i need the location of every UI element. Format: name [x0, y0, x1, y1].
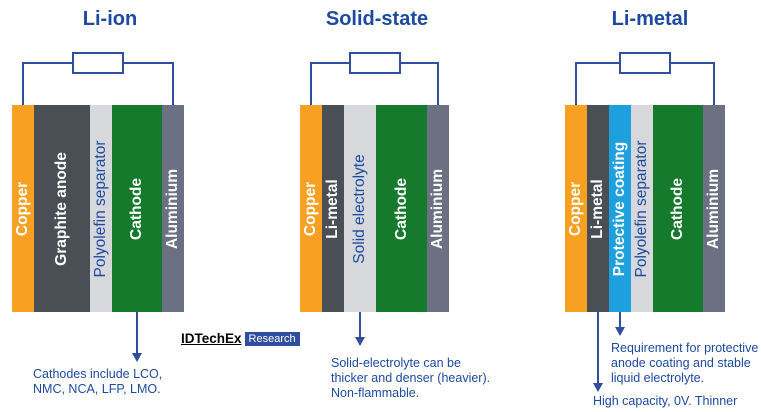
li-metal-resistor [619, 52, 671, 74]
li-metal-aluminium-layer: Aluminium [703, 105, 725, 312]
li-metal-wire-left [575, 62, 620, 105]
solid-electrolyte-label: Solid electrolyte [351, 153, 368, 264]
li-ion-note-line-2: NMC, NCA, LFP, LMO. [33, 382, 161, 396]
li-ion-aluminium-label: Aluminium [164, 168, 181, 249]
solid-state-note-arrow-head [355, 337, 365, 346]
solid-state-note-line-2: thicker and denser (heavier). [331, 371, 491, 385]
li-metal-upper-note: Requirement for protective anode coating… [611, 341, 758, 386]
solid-state-li-metal-label: Li-metal [324, 178, 341, 239]
solid-state-aluminium-layer: Aluminium [427, 105, 449, 312]
li-metal-aluminium-label: Aluminium [705, 168, 722, 249]
li-metal-cathode-label: Cathode [669, 177, 686, 240]
solid-state-copper-layer: Copper [300, 105, 322, 312]
li-ion-aluminium-layer: Aluminium [162, 105, 184, 312]
li-metal-upper-note-line-3: liquid electrolyte. [611, 371, 705, 385]
solid-state-cathode-layer: Cathode [376, 105, 427, 312]
li-metal-upper-note-line-2: anode coating and stable [611, 356, 751, 370]
li-ion-anode-label: Graphite anode [53, 151, 70, 266]
logo-tag: Research [244, 331, 300, 346]
li-metal-anode-layer: Li-metal [587, 105, 609, 312]
idtechex-logo: IDTechEx Research [181, 330, 300, 347]
li-metal-copper-label: Copper [567, 181, 584, 236]
li-metal-separator-label: Polyolefin separator [633, 140, 650, 277]
logo-brand: IDTechEx [181, 331, 242, 346]
li-ion-copper-layer: Copper [12, 105, 34, 312]
li-metal-lower-arrow-head [593, 383, 603, 392]
solid-state-aluminium-label: Aluminium [429, 168, 446, 249]
solid-state-copper-label: Copper [302, 181, 319, 236]
solid-electrolyte-layer: Solid electrolyte [344, 105, 376, 312]
li-ion-wire-right [123, 62, 174, 105]
li-ion-separator-layer: Polyolefin separator [90, 105, 112, 312]
solid-state-wire-left [310, 62, 350, 105]
li-ion-separator-label: Polyolefin separator [92, 140, 109, 277]
li-metal-lower-note: High capacity, 0V. Thinner [593, 394, 738, 408]
solid-state-note-line-3: Non-flammable. [331, 386, 420, 400]
li-ion-resistor [72, 52, 124, 74]
li-ion-note-arrow-head [132, 353, 142, 362]
solid-state-li-metal-layer: Li-metal [322, 105, 344, 312]
li-ion-wire-left [22, 62, 73, 105]
title-li-metal: Li-metal [611, 8, 689, 30]
li-metal-separator-layer: Polyolefin separator [631, 105, 653, 312]
solid-state-note: Solid-electrolyte can be thicker and den… [331, 356, 490, 401]
solid-state-wire-right [400, 62, 439, 105]
li-metal-upper-arrow-head [615, 327, 625, 336]
li-ion-note-line-1: Cathodes include LCO, [33, 367, 163, 381]
li-ion-cathode-layer: Cathode [112, 105, 162, 312]
li-ion-note: Cathodes include LCO, NMC, NCA, LFP, LMO… [33, 367, 162, 397]
li-ion-copper-label: Copper [14, 181, 31, 236]
title-solid-state: Solid-state [325, 8, 429, 30]
li-metal-wire-right [670, 62, 715, 105]
protective-coating-layer: Protective coating [609, 105, 631, 312]
title-li-ion: Li-ion [82, 8, 138, 30]
li-metal-cathode-layer: Cathode [653, 105, 703, 312]
solid-state-note-line-1: Solid-electrolyte can be [331, 356, 461, 370]
solid-state-cathode-label: Cathode [392, 177, 410, 240]
li-metal-upper-note-line-1: Requirement for protective [611, 341, 759, 355]
li-metal-copper-layer: Copper [565, 105, 587, 312]
protective-coating-label: Protective coating [611, 141, 628, 276]
li-metal-anode-label: Li-metal [589, 178, 606, 239]
li-ion-anode-layer: Graphite anode [34, 105, 90, 312]
solid-state-resistor [349, 52, 401, 74]
li-ion-cathode-label: Cathode [128, 177, 145, 240]
